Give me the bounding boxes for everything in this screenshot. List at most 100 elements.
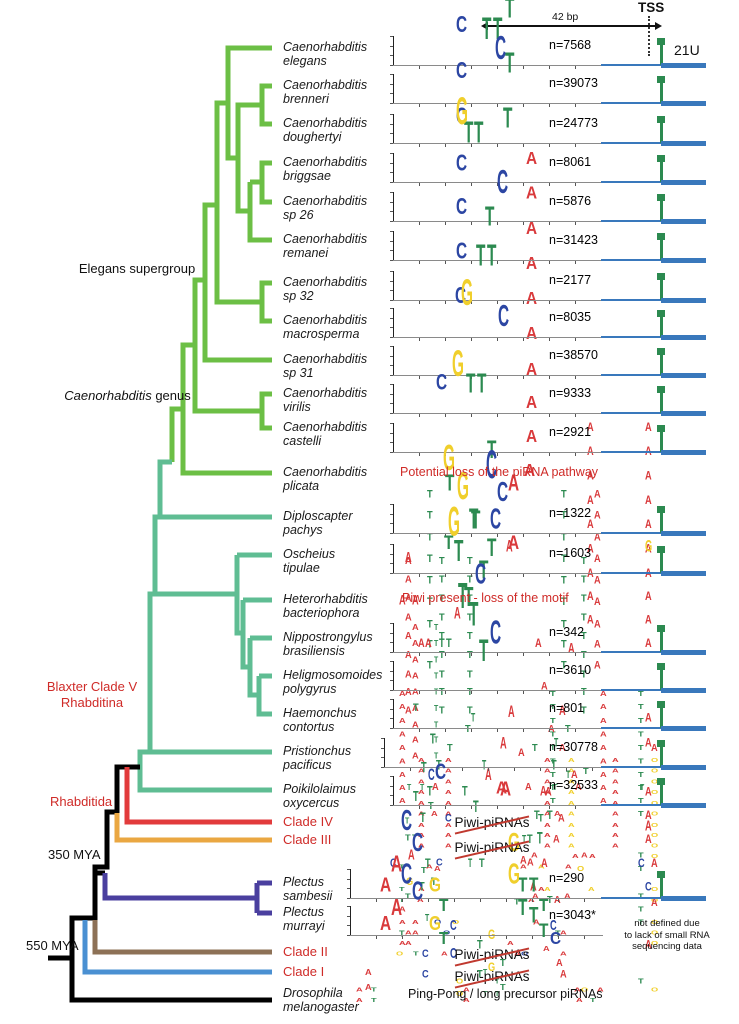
tss-logo-15-letter-2: O [651,919,659,926]
logo-x-tick [523,104,524,107]
n-count-label: n=38570 [549,348,599,362]
logo-x-axis [393,728,603,729]
pirna-21u-bar [661,62,706,68]
logo-y-tick [390,308,393,309]
logo-8-letter-15: A [525,426,537,447]
logo-x-tick [419,376,420,379]
logo-23-letter-3: A [380,912,392,936]
logo-x-tick [497,806,498,809]
tss-logo-0-letter-2: O [651,757,659,764]
logo-y-axis [393,623,394,652]
logo-0-letter-18: T [561,488,567,501]
logo-1-letter-23: A [600,703,607,711]
logo-8-letter-18: T [561,659,567,672]
annotation-text-26: Ping-Pong / long precursor piRNAs [408,987,603,1001]
tss-logo-15-letter-0: T [638,893,644,1024]
logo-x-tick [575,376,576,379]
logo-23-letter-14: T [483,990,488,998]
logo-18-letter-1: O [396,950,404,957]
logo-y-tick [390,423,393,424]
logo-15-letter-18: A [557,812,565,825]
species-label-1: Caenorhabditis brenneri [283,78,368,106]
tss-logo-19-letter-1: A [651,896,658,909]
logo-3-letter-6: T [438,612,445,623]
logo-y-tick [390,181,393,183]
logo-13-letter-17: A [570,768,578,781]
logo-5-letter-24: A [612,811,619,818]
species-label-16: Heligmosomoides polygyrus [283,668,383,696]
logo-x-tick [445,453,446,456]
logo-5-letter-17: T [550,757,556,766]
logo-x-tick [480,899,481,902]
annotation-text-11: Potential loss of the piRNA pathway [400,465,599,479]
n-count-label: n=290 [549,871,585,885]
logo-18-letter-11: C [485,444,497,488]
logo-y-tick [390,365,393,366]
logo-7-letter-8: C [456,193,468,220]
species-label-6: Caenorhabditis sp 32 [283,275,368,303]
species-label-13: Oscheius tipulae [283,547,336,575]
logo-y-axis [350,869,351,898]
tss-logo-22-letter-2: O [651,987,659,994]
logo-8-letter-16: A [543,842,551,849]
tss-logo-1-letter-2: O [651,767,659,774]
logo-y-tick [390,250,393,251]
logo-y-tick [347,878,350,880]
logo-3-letter-20: T [580,612,587,623]
logo-6-letter-24: A [612,822,619,829]
species-label-2: Caenorhabditis doughertyi [283,116,368,144]
logo-x-tick [523,414,524,417]
logo-0-letter-1: A [405,555,412,567]
logo-x-tick [497,453,498,456]
logo-x-tick [445,222,446,225]
logo-x-tick [471,222,472,225]
n-count-label: n=39073 [549,76,599,90]
logo-y-axis [393,153,394,182]
logo-6-letter-5: T [433,720,438,730]
logo-6-letter-0: A [398,771,406,779]
logo-10-letter-14: T [531,742,538,754]
species-label-4: Caenorhabditis sp 26 [283,194,368,222]
piwi-pirnas-crossed-21: Piwi-piRNAs [454,840,530,855]
logo-5-letter-3: A [418,811,425,818]
logo-y-tick [390,504,393,505]
logo-10-letter-6: T [446,742,453,754]
species-label-8: Caenorhabditis sp 31 [283,352,368,380]
no-data-note-line-0: not defined due [634,918,700,929]
logo-15-letter-7: O [451,919,459,926]
logo-3-letter-23: A [600,730,607,739]
logo-y-axis [393,661,394,690]
logo-x-tick [523,144,524,147]
logo-6-letter-18: T [561,617,567,631]
species-label-14: Heterorhabditis bacteriophora [283,592,368,620]
logo-7-letter-2: A [411,735,419,745]
logo-x-tick [445,338,446,341]
tss-logo-2-letter-1: A [644,469,652,483]
tss-peak-cap [657,625,665,632]
logo-3-letter-7: A [445,789,452,796]
logo-x-tick [523,729,524,732]
logo-x-tick [506,936,507,939]
logo-7-letter-4: T [427,638,433,651]
logo-4-letter-2: A [411,687,419,697]
logo-x-tick [445,414,446,417]
logo-y-axis [393,231,394,260]
logo-x-tick [445,183,446,186]
tss-peak-stem [660,669,663,690]
tree-branch-clade-v-teal [137,459,272,793]
tss-peak-cap [657,194,665,201]
logo-y-tick [390,317,393,319]
logo-x-tick [419,691,420,694]
logo-17-letter-15: A [533,918,540,927]
logo-x-tick [549,301,550,304]
tss-peak-stem [660,431,663,452]
logo-x-tick [523,66,524,69]
logo-22-letter-12: A [462,987,470,994]
logo-x-tick [471,301,472,304]
logo-2-letter-24: A [612,778,619,785]
logo-x-tick [575,806,576,809]
logo-18-letter-18: A [560,950,567,957]
logo-y-axis [393,36,394,65]
logo-18-letter-13: A [514,950,521,957]
